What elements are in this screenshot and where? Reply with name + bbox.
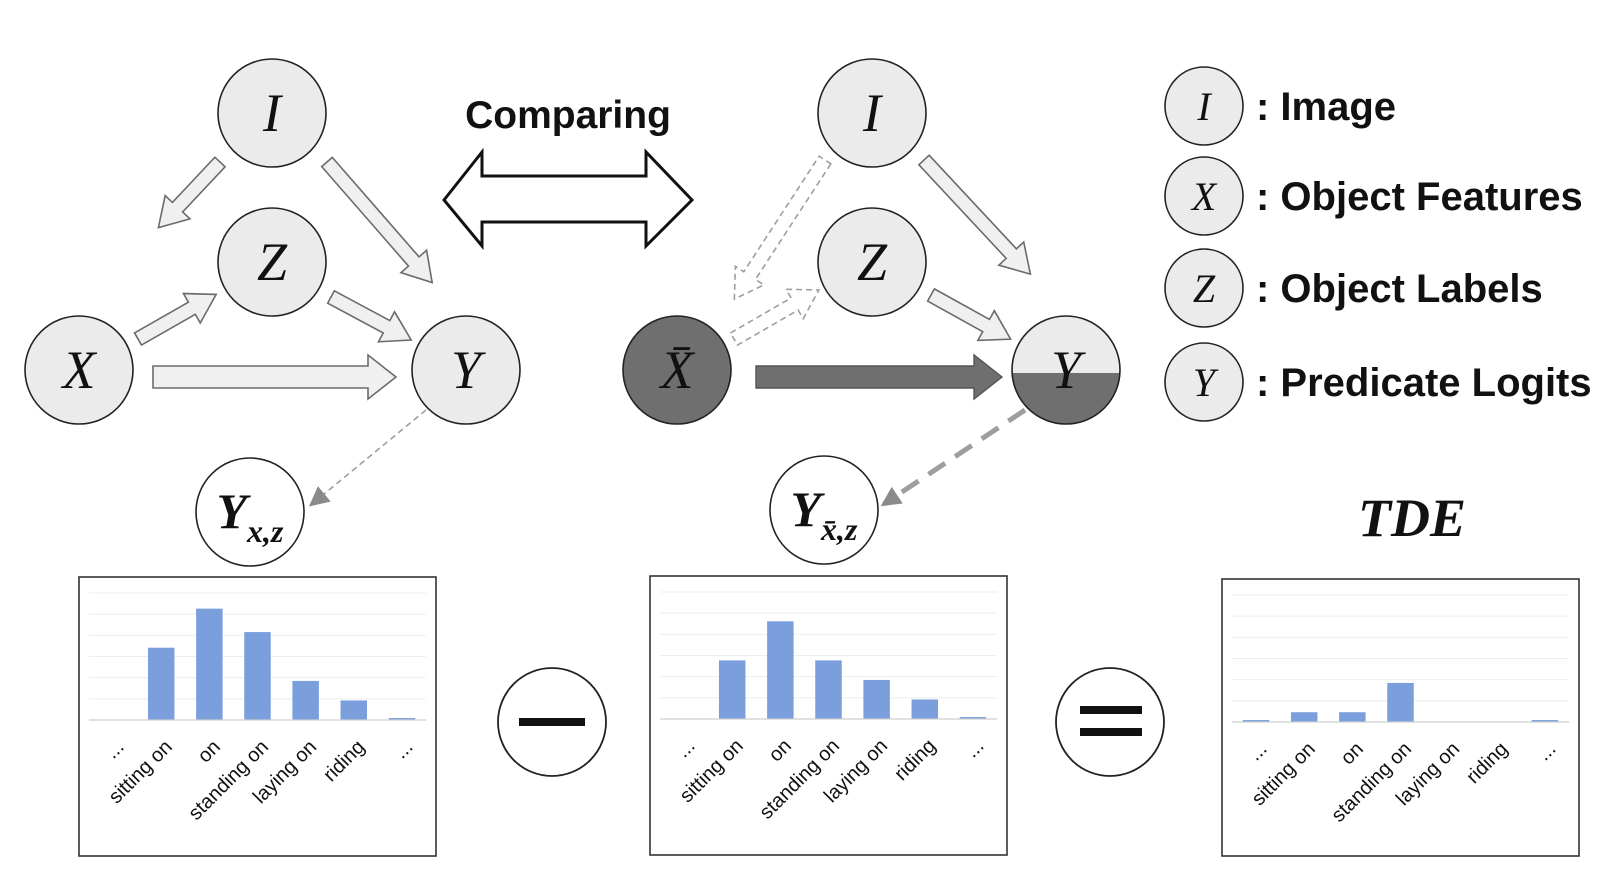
double-headed-arrow — [442, 147, 695, 251]
bar-1 — [147, 647, 175, 720]
bar-3 — [1387, 682, 1414, 722]
bar-5 — [340, 700, 368, 720]
comparing-group: Comparing — [442, 94, 695, 251]
minus-operator — [497, 667, 607, 777]
dashed-arrow-I-to-Xbar — [733, 155, 832, 301]
bar-2 — [767, 621, 794, 719]
bar-6 — [1531, 720, 1559, 722]
svg-text:Y: Y — [1193, 360, 1219, 405]
comparing-label: Comparing — [465, 94, 671, 137]
equals-operator — [1055, 667, 1165, 777]
svg-text:X: X — [61, 340, 98, 400]
bar-2 — [196, 608, 223, 720]
output-node-right: Yx̄,z — [769, 455, 879, 565]
svg-text:: Predicate Logits: : Predicate Logits — [1256, 361, 1592, 405]
minus-icon — [519, 718, 585, 726]
dashed-arrow-Xbar-to-Z — [729, 288, 821, 347]
arrow-I-to-X — [157, 156, 227, 229]
legend-item-object-features: X : Object Features — [1164, 156, 1583, 236]
arrow-I-to-Y-right — [917, 154, 1032, 276]
bar-6 — [959, 717, 987, 719]
legend-item-object-labels: Z : Object Labels — [1164, 248, 1543, 328]
node-Y-right-partial: Y — [1011, 315, 1121, 425]
svg-text:: Image: : Image — [1256, 85, 1396, 129]
bar-4 — [863, 679, 890, 719]
svg-text:Y: Y — [451, 340, 486, 400]
svg-text:Z: Z — [857, 232, 888, 292]
arrow-Z-to-Y — [326, 289, 413, 343]
equals-icon — [1080, 706, 1142, 736]
svg-text:Y: Y — [1051, 340, 1086, 400]
arrow-X-to-Z — [133, 292, 218, 347]
node-X: X — [24, 315, 134, 425]
node-Z: Z — [217, 207, 327, 317]
svg-text:Yx,z: Yx,z — [217, 483, 285, 549]
right-causal-graph: I Z X̄ Y Yx̄,z — [622, 58, 1121, 565]
bar-1 — [1290, 712, 1318, 722]
bar-1 — [718, 660, 746, 719]
svg-text:X̄: X̄ — [659, 340, 696, 400]
node-Z-right: Z — [817, 207, 927, 317]
svg-text:: Object Features: : Object Features — [1256, 175, 1583, 219]
legend: I : Image X : Object Features Z : Object… — [1164, 66, 1592, 422]
arrow-Z-to-Y-right — [926, 287, 1012, 342]
bar-5 — [911, 699, 939, 719]
legend-item-predicate-logits: Y : Predicate Logits — [1164, 342, 1592, 422]
output-node-left: Yx,z — [195, 457, 305, 567]
svg-text:Yx̄,z: Yx̄,z — [791, 481, 859, 547]
bar-3 — [244, 632, 271, 720]
bar-0 — [1242, 720, 1270, 722]
svg-text:: Object Labels: : Object Labels — [1256, 267, 1543, 311]
legend-item-image: I : Image — [1164, 66, 1396, 146]
dashed-arrow-Y-to-output — [308, 409, 427, 507]
svg-text:I: I — [862, 83, 884, 143]
svg-text:I: I — [1196, 84, 1212, 129]
node-I-right: I — [817, 58, 927, 168]
arrow-Xbar-to-Y — [755, 353, 1004, 401]
bar-4 — [292, 680, 319, 720]
arrow-X-to-Y — [152, 353, 398, 401]
svg-text:X: X — [1190, 174, 1218, 219]
svg-text:Z: Z — [257, 232, 288, 292]
bar-6 — [388, 718, 416, 720]
bar-3 — [815, 660, 842, 719]
bar-2 — [1339, 712, 1366, 722]
node-Xbar: X̄ — [622, 315, 732, 425]
node-Y: Y — [411, 315, 521, 425]
node-I: I — [217, 58, 327, 168]
tde-label: TDE — [1358, 488, 1466, 548]
svg-text:I: I — [262, 83, 284, 143]
left-causal-graph: I Z X Y Yx,z — [24, 58, 521, 567]
dashed-arrow-Y-right-to-output — [880, 407, 1027, 507]
svg-text:Z: Z — [1193, 266, 1216, 311]
arrow-I-to-Y — [320, 156, 434, 284]
